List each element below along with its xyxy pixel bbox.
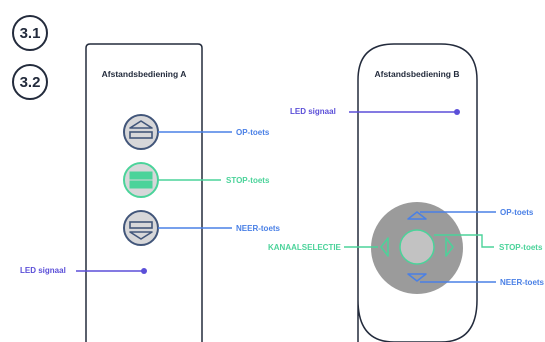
remote-b-body: [357, 43, 478, 342]
remote-b-led-label: LED signaal: [290, 107, 336, 116]
badge-label: 3.1: [19, 24, 41, 42]
remote-b-led-dot: [454, 109, 460, 115]
remote-a-op-label: OP-toets: [236, 128, 270, 137]
remote-a-title: Afstandsbediening A: [102, 69, 187, 79]
remote-a-neer-label: NEER-toets: [236, 224, 281, 233]
remote-a-stop-button[interactable]: [123, 162, 159, 198]
section-badge-3-1: 3.1: [12, 15, 48, 51]
badge-label: 3.2: [19, 73, 41, 91]
remote-b-down-button[interactable]: [407, 273, 427, 282]
remote-a-led-label: LED signaal: [20, 266, 66, 275]
remote-b-right-channel-button[interactable]: [445, 237, 454, 257]
remote-a-up-button[interactable]: [123, 114, 159, 150]
remote-a-down-button[interactable]: [123, 210, 159, 246]
remote-b-channel-label: KANAALSELECTIE: [268, 243, 342, 252]
remote-b-stop-label: STOP-toets: [499, 243, 543, 252]
remote-b-neer-label: NEER-toets: [500, 278, 545, 287]
remote-a-led-dot: [141, 268, 147, 274]
remote-b-stop-button[interactable]: [399, 229, 435, 265]
remote-b-title: Afstandsbediening B: [374, 69, 459, 79]
remote-b-up-button[interactable]: [407, 211, 427, 220]
remote-a-body: [85, 43, 203, 342]
b-stop-leader-line: [434, 234, 494, 248]
remote-b-op-label: OP-toets: [500, 208, 534, 217]
remote-b-left-channel-button[interactable]: [380, 237, 389, 257]
section-badge-3-2: 3.2: [12, 64, 48, 100]
remote-a-stop-label: STOP-toets: [226, 176, 270, 185]
